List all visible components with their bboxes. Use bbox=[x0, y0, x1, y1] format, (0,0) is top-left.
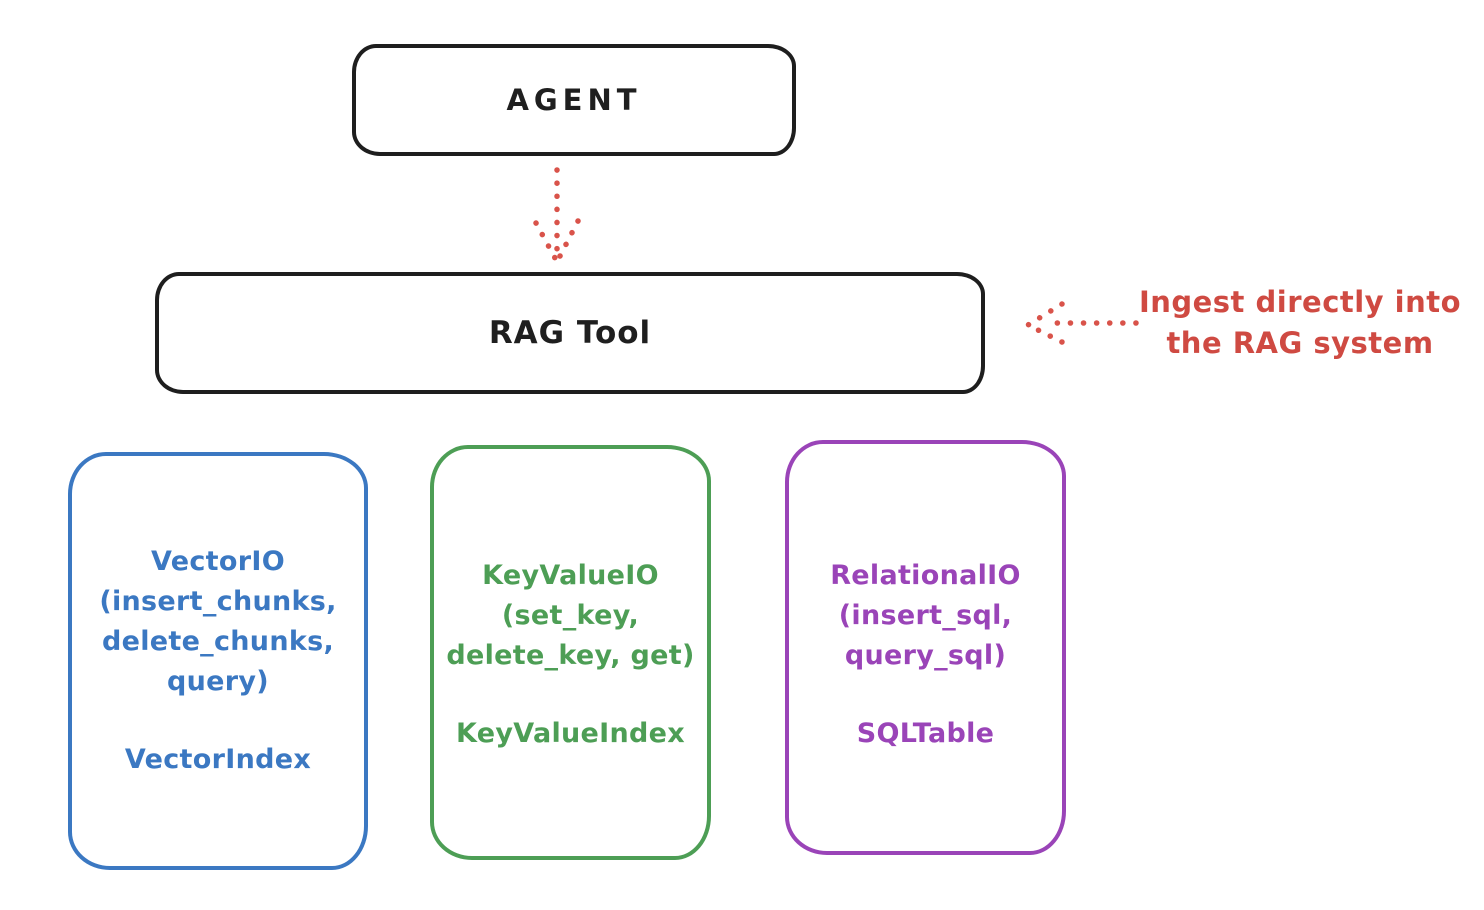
agent-label: AGENT bbox=[506, 83, 642, 117]
rag-tool-box: RAG Tool bbox=[155, 272, 985, 394]
vector-io-params-3: query) bbox=[167, 666, 269, 697]
keyvalue-io-params-2: delete_key, get) bbox=[446, 640, 695, 671]
vector-io-params-1: (insert_chunks, bbox=[99, 586, 337, 617]
sql-table-label: SQLTable bbox=[856, 718, 995, 749]
agent-box: AGENT bbox=[352, 44, 796, 156]
relational-io-box: RelationalIO (insert_sql, query_sql) SQL… bbox=[785, 440, 1066, 855]
rag-tool-label: RAG Tool bbox=[488, 315, 652, 351]
vector-io-box: VectorIO (insert_chunks, delete_chunks, … bbox=[68, 452, 368, 870]
vector-index-label: VectorIndex bbox=[124, 744, 312, 775]
keyvalue-io-params-1: (set_key, bbox=[501, 600, 640, 631]
ingest-annotation: Ingest directly into the RAG system bbox=[1110, 282, 1484, 364]
ingest-annotation-line-2: the RAG system bbox=[1166, 326, 1434, 360]
agent-to-rag-arrow-icon bbox=[533, 167, 581, 261]
relational-io-params-2: query_sql) bbox=[844, 640, 1007, 671]
keyvalue-io-box: KeyValueIO (set_key, delete_key, get) Ke… bbox=[430, 445, 711, 860]
relational-io-title: RelationalIO bbox=[830, 560, 1021, 591]
relational-io-params-1: (insert_sql, bbox=[838, 600, 1013, 631]
ingest-annotation-line-1: Ingest directly into bbox=[1138, 285, 1462, 319]
vector-io-title: VectorIO bbox=[151, 546, 285, 577]
keyvalue-io-title: KeyValueIO bbox=[482, 560, 659, 591]
keyvalue-index-label: KeyValueIndex bbox=[455, 718, 685, 749]
vector-io-params-2: delete_chunks, bbox=[101, 626, 335, 657]
